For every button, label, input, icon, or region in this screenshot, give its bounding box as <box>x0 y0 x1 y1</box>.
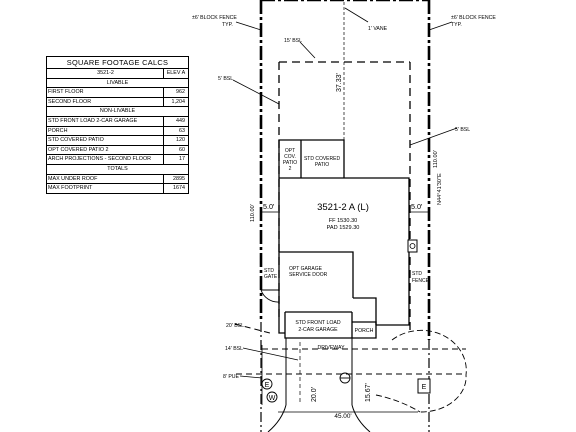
calcs-row-value: 1,204 <box>171 98 186 105</box>
right-dimension-label: 110.00' <box>433 150 439 168</box>
front-walk <box>375 329 467 413</box>
garage-line1: STD FRONT LOAD <box>295 320 340 326</box>
calcs-row-label: PORCH <box>47 126 164 136</box>
driveway-label: DRIVEWAY <box>317 345 345 351</box>
side-bsl-left-label: 5' BSL <box>218 76 233 82</box>
calcs-row: OPT COVERED PATIO 2 60 <box>47 145 188 156</box>
front-setback-lines <box>234 323 466 375</box>
left-dimension-label: 110.00' <box>250 204 256 222</box>
bsl-20-label: 20' BSL <box>226 323 244 329</box>
square-footage-calcs-table: SQUARE FOOTAGE CALCS 3521-2 ELEV A LIVAB… <box>46 56 189 194</box>
opt-garage-door-line2: SERVICE DOOR <box>289 272 328 278</box>
bsl-14-label: 14' BSL <box>225 346 243 352</box>
porch-label: PORCH <box>355 328 374 334</box>
building-footprint <box>278 139 410 339</box>
transformer-box: E <box>417 378 431 394</box>
calcs-row-value: 120 <box>176 137 185 144</box>
calcs-totals-header: TOTALS <box>47 165 188 175</box>
garage-label: STD FRONT LOAD 2-CAR GARAGE <box>295 320 340 333</box>
calcs-row-label: ARCH PROJECTIONS - SECOND FLOOR <box>47 155 164 164</box>
calcs-row-value: 2895 <box>173 175 185 182</box>
std-fence-line2: FENCE <box>412 278 430 284</box>
calcs-row-value: 1674 <box>173 185 185 192</box>
std-fence-line1: STD <box>412 271 422 277</box>
leader-lines <box>232 7 458 379</box>
calcs-nonlivable-header: NON-LIVABLE <box>47 107 188 117</box>
calcs-row-label: MAX FOOTPRINT <box>47 184 164 193</box>
std-patio-line1: STD COVERED <box>304 156 341 162</box>
calcs-row-value: 60 <box>179 146 185 153</box>
std-gate-symbol <box>260 289 280 303</box>
front-dimension-label: 45.00' <box>334 413 351 420</box>
block-fence-left-line1: ±6' BLOCK FENCE <box>192 15 237 21</box>
opt-patio-line1: OPT <box>285 148 295 154</box>
opt-patio-line2: COV. <box>284 154 296 160</box>
std-gate-line2: GATE <box>264 274 278 280</box>
opt-patio-line3: PATIO <box>283 160 297 166</box>
vane-label: 1' VANE <box>368 26 388 32</box>
calcs-row-label: MAX UNDER ROOF <box>47 174 164 184</box>
calcs-row-label: SECOND FLOOR <box>47 97 164 107</box>
calcs-livable-header: LIVABLE <box>47 79 188 89</box>
lot-boundary <box>259 0 431 340</box>
front-right-dimension-label: 15.67' <box>365 383 372 402</box>
calcs-row: FIRST FLOOR 962 <box>47 88 188 98</box>
calcs-plan-row: 3521-2 ELEV A <box>47 69 188 79</box>
std-gate-line1: STD <box>264 268 274 274</box>
driveway <box>267 338 371 432</box>
finished-floor-label: FF 1530.30 <box>329 218 358 224</box>
calcs-row-value: 17 <box>179 156 185 163</box>
block-fence-right-label: ±6' BLOCK FENCE TYP. <box>451 15 496 28</box>
block-fence-right-line1: ±6' BLOCK FENCE <box>451 15 496 21</box>
block-fence-left-line2: TYP. <box>222 22 233 28</box>
setback-right-label: 5.0' <box>411 202 423 211</box>
opt-patio-label: OPT COV. PATIO 2 <box>283 148 297 172</box>
transformer-label: E <box>422 384 427 391</box>
calcs-row: ARCH PROJECTIONS - SECOND FLOOR 17 <box>47 155 188 165</box>
rear-bsl-label: 15' BSL <box>284 38 302 44</box>
rear-dimension-label: 37.33' <box>336 73 343 92</box>
garage-line2: 2-CAR GARAGE <box>298 327 338 333</box>
calcs-row: STD COVERED PATIO 120 <box>47 136 188 146</box>
bearing-label: N44°41'30"E <box>437 173 443 205</box>
setback-lines <box>278 61 411 330</box>
opt-garage-door-label: OPT GARAGE SERVICE DOOR <box>289 266 328 278</box>
lot-name-label: 3521-2 A (L) <box>317 202 369 213</box>
opt-garage-door-line1: OPT GARAGE <box>289 266 323 272</box>
calcs-plan-number: 3521-2 <box>47 69 164 78</box>
std-patio-label: STD COVERED PATIO <box>304 156 341 168</box>
w-mark: W <box>269 395 276 402</box>
meter-symbol <box>407 239 418 253</box>
std-fence-label: STD FENCE <box>412 271 430 284</box>
e-mark: E <box>265 382 270 389</box>
calcs-elevation: ELEV A <box>166 70 186 76</box>
calcs-row-value: 63 <box>179 127 185 134</box>
opt-patio-line4: 2 <box>289 166 292 172</box>
calcs-row-value: 449 <box>176 117 185 124</box>
block-fence-right-line2: TYP. <box>451 22 462 28</box>
driveway-dimension-label: 20.0' <box>311 387 318 402</box>
std-gate-label: STD GATE <box>264 268 278 280</box>
calcs-row-label: OPT COVERED PATIO 2 <box>47 145 164 155</box>
setback-left-label: 5.0' <box>263 202 275 211</box>
calcs-row-label: STD FRONT LOAD 2-CAR GARAGE <box>47 116 164 126</box>
side-bsl-right-label: 5' BSL <box>455 127 470 133</box>
calcs-row: STD FRONT LOAD 2-CAR GARAGE 449 <box>47 116 188 127</box>
setback-arrows <box>261 211 428 413</box>
calcs-row: PORCH 63 <box>47 126 188 137</box>
pue-label: 8' PUE <box>223 374 240 380</box>
calcs-row: SECOND FLOOR 1,204 <box>47 97 188 108</box>
block-fence-left-label: ±6' BLOCK FENCE TYP. <box>192 15 237 28</box>
calcs-row-label: STD COVERED PATIO <box>47 136 164 145</box>
calcs-title: SQUARE FOOTAGE CALCS <box>47 57 188 69</box>
calcs-row: MAX UNDER ROOF 2895 <box>47 174 188 185</box>
pad-elevation-label: PAD 1529.30 <box>327 225 360 231</box>
calcs-row: MAX FOOTPRINT 1674 <box>47 184 188 193</box>
calcs-row-label: FIRST FLOOR <box>47 88 164 97</box>
calcs-row-value: 962 <box>176 89 185 96</box>
std-patio-line2: PATIO <box>315 162 329 168</box>
